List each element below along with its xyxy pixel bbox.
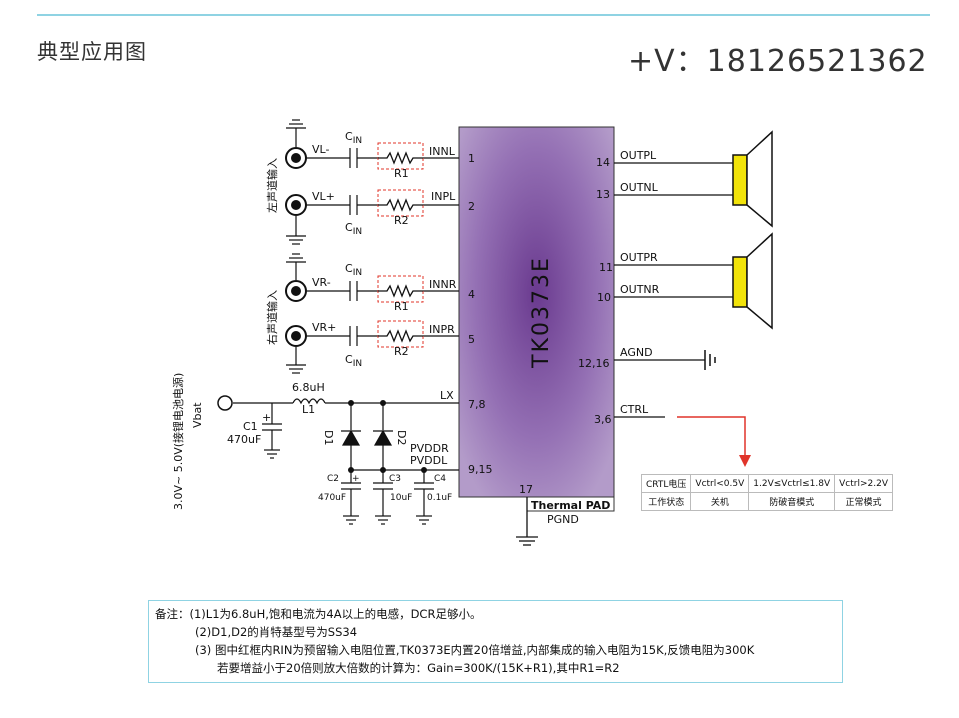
pin-innl-label: INNL [429,145,456,158]
l1-label: L1 [302,403,315,416]
c2-plus: + [352,474,360,484]
vbat-label: Vbat [191,402,204,428]
note-line-3: (3) 图中红框内RIN为预留输入电阻位置,TK0373E内置20倍增益,内部集… [195,643,755,657]
speaker-right [732,232,773,330]
c1-value: 470uF [227,433,261,446]
pin-outnl-num: 13 [596,188,610,201]
speaker-left [732,130,773,228]
pin-17-num: 17 [519,483,533,496]
l1-value: 6.8uH [292,381,325,394]
pgnd-ground-icon [516,497,538,546]
pin-outpl-label: OUTPL [620,149,657,162]
table-cell: 正常模式 [834,492,893,511]
pin-innr-label: INNR [429,278,457,291]
vbat-terminal [217,395,233,411]
pin-agnd-num: 12,16 [578,357,610,370]
table-cell: 防破音模式 [748,492,836,511]
table-cell: Vctrl>2.2V [834,474,893,493]
page-title: 典型应用图 [37,40,147,64]
c1-plus: + [262,411,271,424]
left-channel-label: 左声道输入 [265,158,279,213]
table-row: 工作状态 关机 防破音模式 正常模式 [640,492,893,511]
note-line-4: 若要增益小于20倍则放大倍数的计算为：Gain=300K/(15K+R1),其中… [217,661,620,675]
pin-outnl-label: OUTNL [620,181,659,194]
thermal-pad-label: Thermal PAD [531,499,610,512]
c4-label: C4 [434,474,446,484]
table-cell: 关机 [690,492,750,511]
pgnd-label: PGND [547,513,579,526]
table-row: CRTL电压 Vctrl<0.5V 1.2V≤Vctrl≤1.8V Vctrl>… [640,474,893,493]
audio-jacks [285,147,307,347]
pin-lx-label: LX [440,389,454,402]
pin-inpl-label: INPL [431,190,456,203]
table-cell: 1.2V≤Vctrl≤1.8V [748,474,836,493]
pin-inpr-num: 5 [468,333,475,346]
pin-outpl-num: 14 [596,156,610,169]
junction-dots [348,400,427,473]
chip-body [458,126,615,498]
power-wires [233,398,459,525]
c1-label: C1 [243,420,258,433]
pin-ctrl-num: 3,6 [594,413,612,426]
d2-label: D2 [395,430,408,445]
table-cell: Vctrl<0.5V [690,474,750,493]
table-cell: 工作状态 [640,492,692,511]
pin-ctrl-label: CTRL [620,403,649,416]
notes-box: 备注：(1)L1为6.8uH,饱和电流为4A以上的电感，DCR足够小。 (2)D… [148,600,843,683]
pin-innl-num: 1 [468,152,475,165]
top-accent-line [37,14,930,16]
d1-label: D1 [322,430,335,445]
pin-agnd-label: AGND [620,346,653,359]
vl-plus-label: VL+ [312,190,335,203]
vr-plus-label: VR+ [312,321,336,334]
cin-label-3: CIN [345,262,362,278]
ctrl-mode-table: CRTL电压 Vctrl<0.5V 1.2V≤Vctrl≤1.8V Vctrl>… [640,474,893,511]
chip-name: TK0373E [529,256,554,369]
pin-outnr-label: OUTNR [620,283,660,296]
cin-label-2: CIN [345,221,362,237]
pin-outnr-num: 10 [597,291,611,304]
vl-minus-label: VL- [312,143,329,156]
input-resistors [377,142,424,348]
r2-label-right: R2 [394,345,409,358]
pin-outpr-label: OUTPR [620,251,658,264]
supply-range-label: 3.0V~ 5.0V(接锂电池电源) [171,373,185,510]
r1-label-left: R1 [394,167,409,180]
c3-label: C3 [389,474,401,484]
c4-value: 0.1uF [427,493,452,503]
ctrl-arrow [677,416,751,467]
pin-inpl-num: 2 [468,200,475,213]
r1-label-right: R1 [394,300,409,313]
pin-pvdd-num: 9,15 [468,463,493,476]
note-line-2: (2)D1,D2的肖特基型号为SS34 [195,625,358,639]
diodes [341,429,393,446]
contact-number: +V：18126521362 [628,44,928,79]
pin-pvddr-label: PVDDR [410,442,449,455]
agnd-ground-icon [704,350,716,370]
c3-value: 10uF [390,493,412,503]
pin-pvddl-label: PVDDL [410,454,448,467]
pin-innr-num: 4 [468,288,475,301]
table-cell: CRTL电压 [640,474,692,493]
cin-label-1: CIN [345,130,362,146]
output-wires [614,162,733,418]
pin-outpr-num: 11 [599,261,613,274]
c2-value: 470uF [318,493,346,503]
note-line-1: 备注：(1)L1为6.8uH,饱和电流为4A以上的电感，DCR足够小。 [155,607,482,621]
right-channel-label: 右声道输入 [265,290,279,345]
pin-inpr-label: INPR [429,323,455,336]
r2-label-left: R2 [394,214,409,227]
pin-lx-num: 7,8 [468,398,486,411]
vr-minus-label: VR- [312,276,331,289]
c2-label: C2 [327,474,339,484]
cin-label-4: CIN [345,353,362,369]
